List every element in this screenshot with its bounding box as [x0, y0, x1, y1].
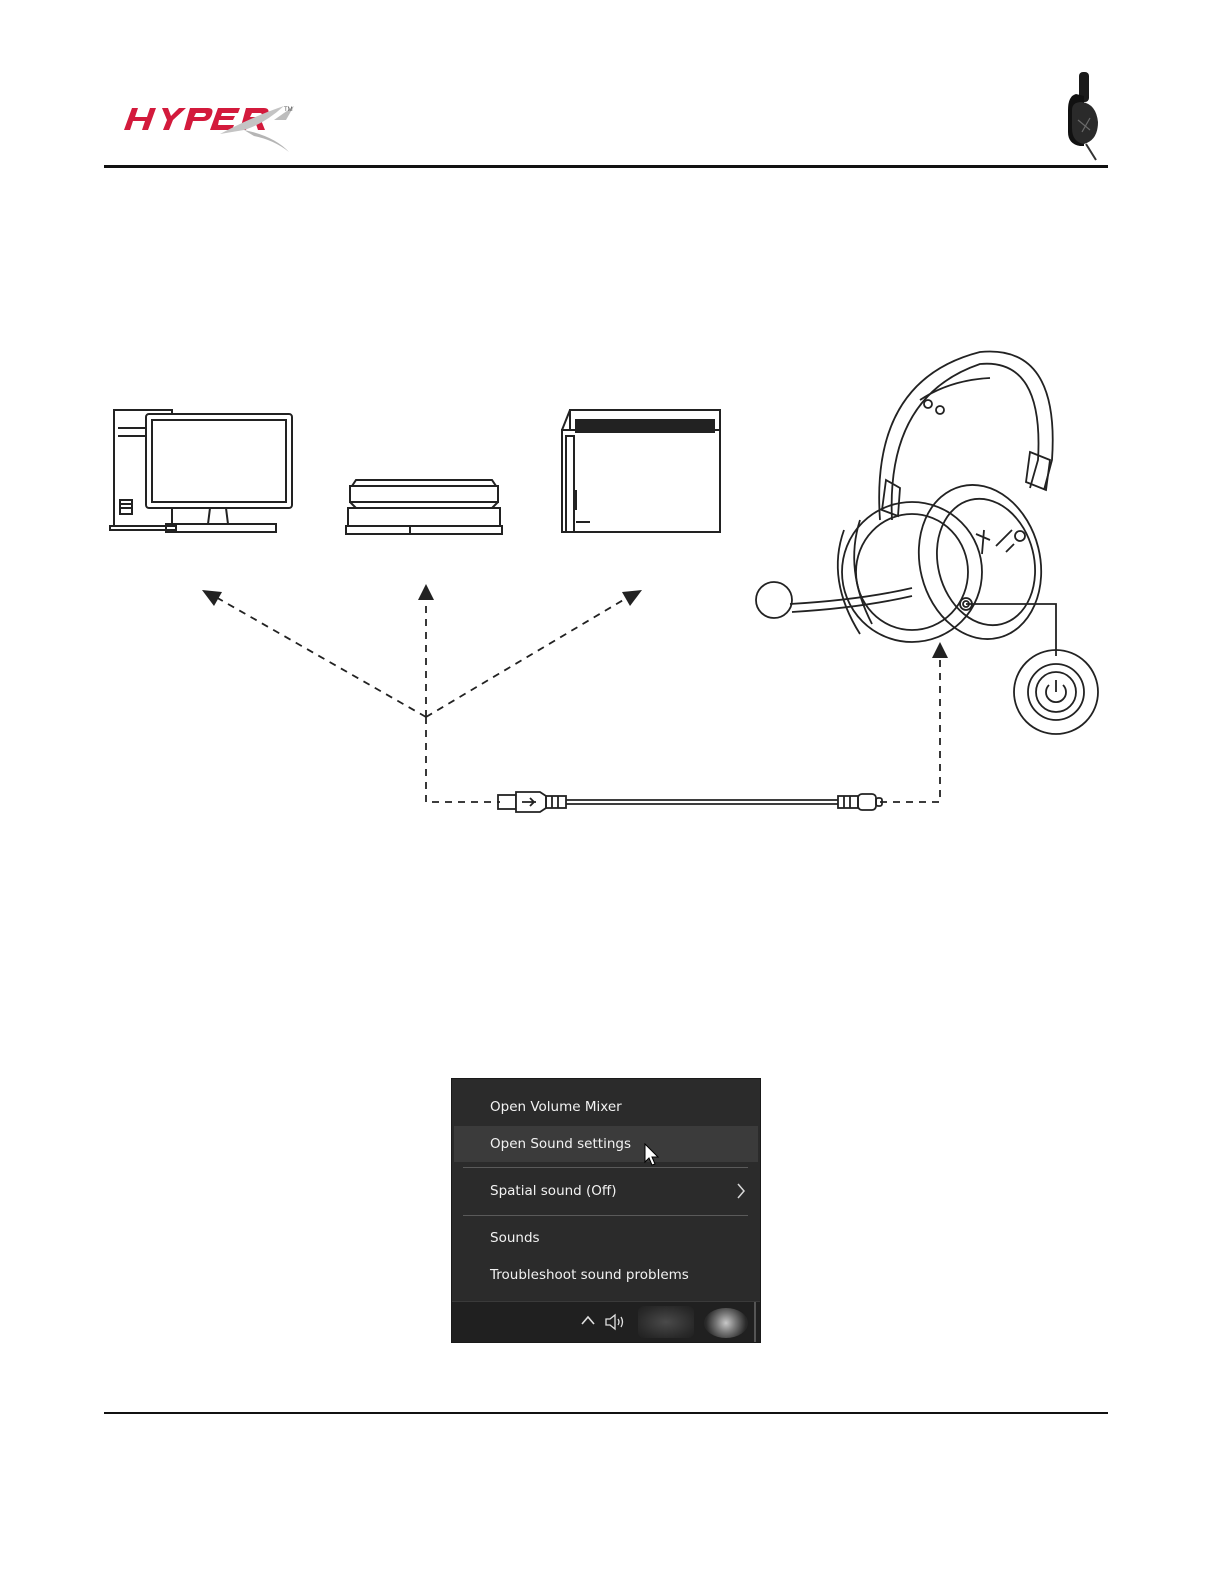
- menu-item-label: Troubleshoot sound problems: [490, 1267, 689, 1283]
- menu-item-label: Open Sound settings: [490, 1136, 631, 1152]
- chevron-right-icon: [736, 1182, 746, 1200]
- connection-diagram: [100, 340, 1110, 840]
- taskbar: [452, 1301, 760, 1342]
- ps4-console-icon: [346, 480, 502, 534]
- headset-icon: [756, 351, 1098, 734]
- menu-item-sounds[interactable]: Sounds: [452, 1220, 760, 1256]
- hyperx-logo-icon: TM: [124, 96, 304, 156]
- tray-chevron-up-icon[interactable]: [580, 1314, 596, 1326]
- menu-separator: [463, 1215, 748, 1216]
- menu-item-label: Spatial sound (Off): [490, 1183, 617, 1199]
- menu-separator: [463, 1167, 748, 1168]
- menu-item-label: Open Volume Mixer: [490, 1099, 622, 1115]
- headset-thumbnail-icon: [1062, 70, 1108, 162]
- menu-item-spatial-sound[interactable]: Spatial sound (Off): [452, 1173, 760, 1209]
- sound-context-menu: Open Volume Mixer Open Sound settings Sp…: [451, 1078, 761, 1343]
- blurred-tray-icon: [704, 1308, 748, 1338]
- mouse-cursor-icon: [644, 1143, 660, 1167]
- usb-a-to-usb-c-cable-icon: [498, 792, 882, 812]
- menu-item-open-volume-mixer[interactable]: Open Volume Mixer: [452, 1089, 760, 1125]
- blurred-tray-icon: [638, 1306, 694, 1338]
- menu-item-label: Sounds: [490, 1230, 540, 1246]
- menu-item-troubleshoot-sound[interactable]: Troubleshoot sound problems: [452, 1257, 760, 1293]
- switch-dock-icon: [562, 410, 720, 532]
- svg-text:TM: TM: [284, 107, 293, 113]
- header-rule: [104, 165, 1108, 168]
- footer-rule: [104, 1412, 1108, 1414]
- menu-item-open-sound-settings[interactable]: Open Sound settings: [454, 1126, 758, 1162]
- speaker-volume-icon[interactable]: [604, 1312, 628, 1332]
- pc-monitor-icon: [110, 410, 292, 532]
- taskbar-divider: [754, 1302, 756, 1342]
